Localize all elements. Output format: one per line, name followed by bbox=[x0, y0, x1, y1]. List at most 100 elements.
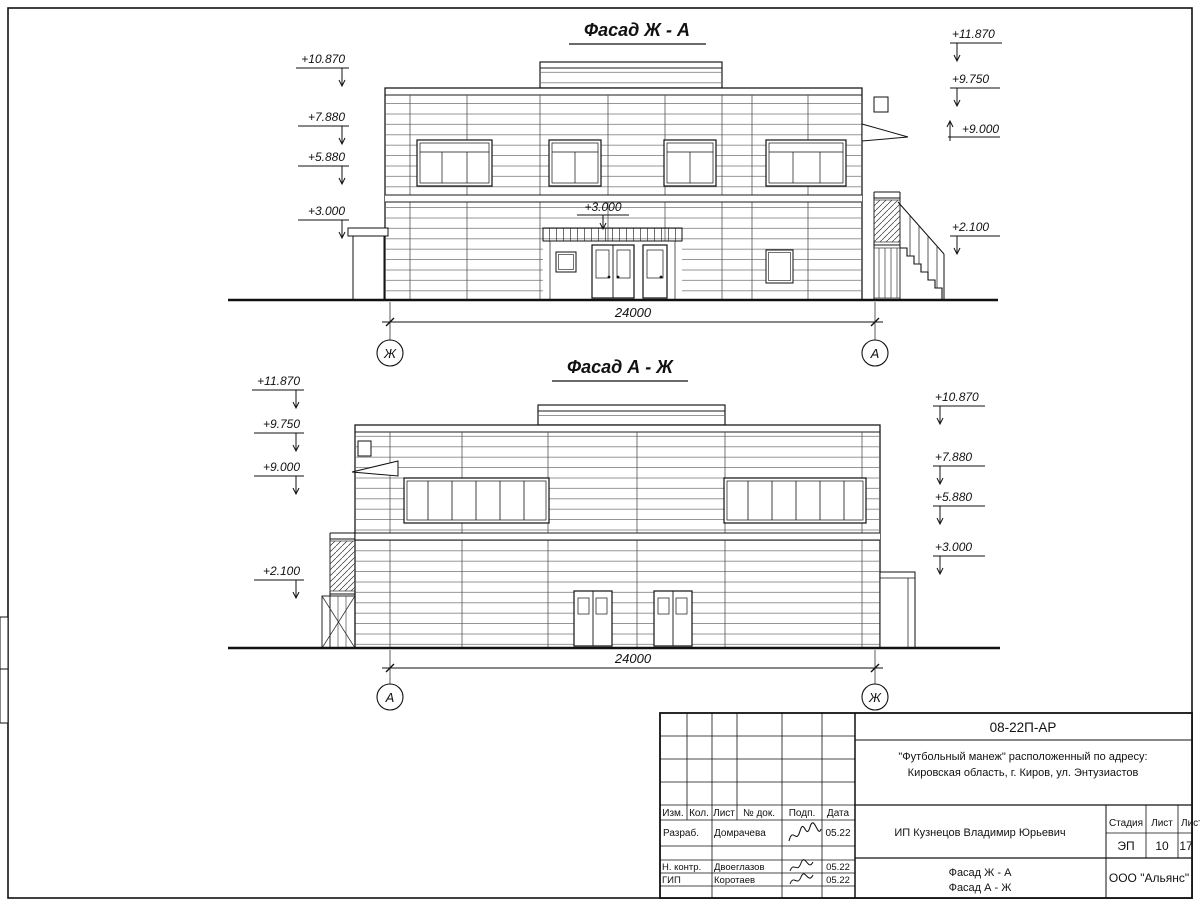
left-porch-posts bbox=[352, 236, 385, 300]
axis-bubble bbox=[376, 339, 404, 367]
floor-band-lines bbox=[385, 194, 862, 203]
lower-window bbox=[765, 249, 794, 284]
sign-date: 05.22 bbox=[826, 862, 850, 873]
facade-top-marks-left: +10.870 +7.880 +5.880 +3.000 bbox=[296, 52, 349, 240]
col-header-izm: Изм. bbox=[662, 808, 683, 819]
sheet-frame bbox=[0, 7, 1193, 899]
extension-lines bbox=[389, 650, 876, 684]
role-label: ГИП bbox=[662, 875, 681, 886]
project-title-line1: "Футбольный манеж" расположенный по адре… bbox=[898, 751, 1147, 763]
roof-box bbox=[357, 440, 372, 457]
dimension-ticks bbox=[385, 317, 880, 327]
door-glazing bbox=[646, 249, 664, 279]
window-mullions bbox=[427, 481, 525, 520]
elevation-mark: +5.880 bbox=[935, 490, 972, 504]
entrance bbox=[542, 227, 683, 300]
stamp-right: 08-22П-АР "Футбольный манеж" расположенн… bbox=[855, 720, 1200, 898]
elevation-mark: +11.870 bbox=[952, 27, 995, 41]
small-window bbox=[555, 251, 577, 273]
axis-bubble bbox=[861, 683, 889, 711]
facade-top-mark-center: +3.000 bbox=[577, 200, 629, 231]
elevation-mark: +10.870 bbox=[935, 390, 979, 404]
signature-scribble bbox=[789, 873, 814, 885]
frame-border bbox=[7, 7, 1193, 899]
col-header-kol: Кол. bbox=[689, 808, 709, 819]
elevation-arrow-icon bbox=[933, 555, 985, 576]
stamp-row-lines bbox=[855, 804, 1192, 859]
window-inner bbox=[768, 142, 844, 184]
extension-lines bbox=[389, 302, 876, 340]
person-name: Домрачева bbox=[714, 828, 766, 839]
axis-label: А bbox=[870, 346, 880, 361]
sheet-name-line2: Фасад А - Ж bbox=[949, 882, 1012, 894]
sheet-name-line1: Фасад Ж - А bbox=[949, 867, 1013, 879]
window-mullions bbox=[420, 151, 489, 183]
elevation-arrow-icon bbox=[933, 505, 985, 526]
elevation-mark: +2.100 bbox=[952, 220, 989, 234]
axis-label: А bbox=[385, 690, 395, 705]
facade-bottom-marks-left: +11.870 +9.750 +9.000 +2.100 bbox=[252, 374, 304, 600]
right-annex-lines bbox=[880, 577, 915, 648]
person-name: Коротаев bbox=[714, 875, 755, 886]
revision-rows bbox=[660, 735, 855, 887]
elevation-mark: +10.870 bbox=[301, 52, 345, 66]
elevation-arrow-icon bbox=[950, 87, 1000, 108]
company-name: ООО "Альянс" bbox=[1109, 871, 1189, 885]
ribbon-windows bbox=[403, 477, 867, 524]
elevation-mark: +3.000 bbox=[584, 200, 621, 214]
doc-code: 08-22П-АР bbox=[990, 720, 1057, 735]
window bbox=[403, 477, 550, 524]
facade-bottom-title: Фасад А - Ж bbox=[567, 357, 674, 377]
elevation-arrow-icon bbox=[950, 235, 1000, 256]
stair-hatch-panel bbox=[873, 199, 901, 243]
dimension-ticks bbox=[385, 663, 880, 673]
sign-date: 05.22 bbox=[826, 875, 850, 886]
signature-scribble bbox=[788, 822, 822, 842]
elevation-arrow-icon bbox=[933, 405, 985, 426]
door-glazing bbox=[595, 249, 610, 279]
window-inner bbox=[419, 142, 490, 184]
revision-table: Изм. Кол. Лист № док. Подп. Дата Разраб.… bbox=[660, 713, 855, 898]
elevation-arrow-icon bbox=[298, 219, 349, 240]
frame-left-box-1 bbox=[0, 616, 9, 670]
facade-top-building bbox=[347, 61, 909, 301]
window bbox=[416, 139, 493, 187]
elevation-arrow-icon bbox=[298, 125, 349, 146]
door-glazing bbox=[675, 597, 688, 615]
stair-steps bbox=[900, 247, 943, 300]
elevation-arrow-icon bbox=[298, 165, 349, 186]
sheet-label: Лист bbox=[1151, 818, 1173, 829]
small-window-inner bbox=[558, 254, 574, 270]
roof-block-siding bbox=[540, 68, 722, 88]
stair-fence-panel bbox=[873, 247, 901, 299]
window-mullions bbox=[747, 481, 845, 520]
elevation-mark: +9.000 bbox=[962, 122, 999, 136]
title-block: Изм. Кол. Лист № док. Подп. Дата Разраб.… bbox=[659, 712, 1200, 899]
elevation-arrow-icon bbox=[933, 465, 985, 486]
elevation-arrow-icon bbox=[254, 432, 304, 453]
door-glazing bbox=[577, 597, 590, 615]
sheets-label: Листов bbox=[1181, 818, 1200, 829]
facade-bottom-marks-right: +10.870 +7.880 +5.880 +3.000 bbox=[933, 390, 985, 576]
revision-columns bbox=[686, 713, 823, 898]
axis-label: Ж bbox=[868, 690, 882, 705]
window-inner bbox=[406, 480, 547, 521]
elevation-mark: +11.870 bbox=[257, 374, 300, 388]
sign-date: 05.22 bbox=[825, 828, 850, 839]
facade-bottom: Фасад А - Ж bbox=[228, 357, 1000, 711]
elevation-mark: +5.880 bbox=[308, 150, 345, 164]
stage-label: Стадия bbox=[1109, 818, 1143, 829]
project-title-line2: Кировская область, г. Киров, ул. Энтузиа… bbox=[908, 767, 1139, 779]
stair-canopy-wedge bbox=[351, 460, 399, 477]
role-label: Н. контр. bbox=[662, 862, 701, 873]
stair-balusters bbox=[909, 216, 938, 288]
window-mullions bbox=[552, 151, 598, 183]
facade-top-stair bbox=[873, 191, 945, 300]
facade-bottom-building bbox=[351, 404, 916, 649]
floor-band-lines bbox=[355, 532, 880, 541]
facade-bottom-stair bbox=[321, 532, 356, 649]
entrance-canopy bbox=[542, 227, 683, 242]
elevation-arrow-icon bbox=[296, 67, 349, 88]
lower-window-inner bbox=[768, 252, 791, 281]
